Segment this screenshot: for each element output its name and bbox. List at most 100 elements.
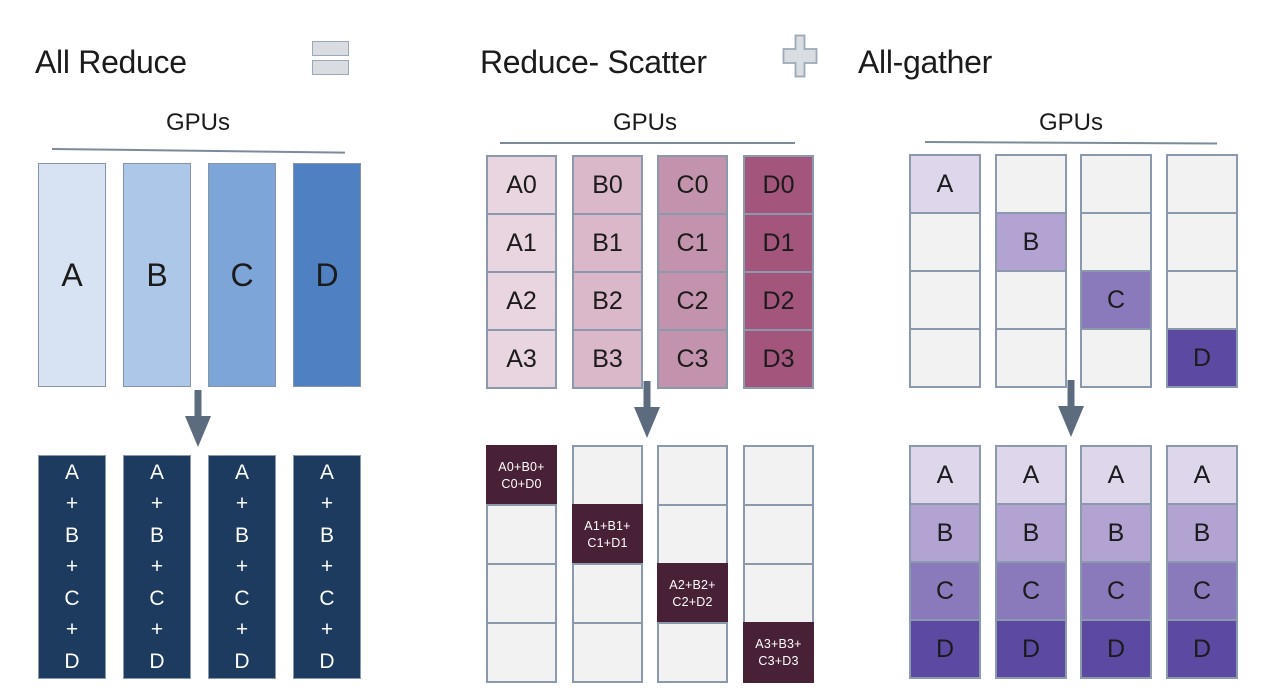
cell-B3: B3 (572, 329, 643, 389)
empty-cell (909, 328, 981, 388)
cell-A0: A0 (486, 155, 557, 215)
sum-line: + (320, 618, 334, 642)
sum-line: D (149, 649, 165, 673)
sum-column-0: A+B+C+D (38, 455, 106, 679)
equals-bar-bottom (312, 60, 349, 75)
cell-C: C (1080, 270, 1152, 330)
cell-D: D (1166, 619, 1238, 679)
empty-cell (657, 622, 728, 683)
input-column-C: C (208, 163, 276, 387)
sum-line: C (149, 586, 165, 610)
reduce-scatter-title: Reduce- Scatter (480, 44, 707, 80)
partial-sum-line: C2+D2 (672, 594, 713, 609)
empty-cell (1080, 212, 1152, 272)
sum-column-2: A+B+C+D (208, 455, 276, 679)
empty-cell (486, 563, 557, 624)
partial-sum-cell-0: A0+B0+C0+D0 (486, 445, 557, 506)
reduce-scatter-gpus-label: GPUs (612, 109, 677, 136)
cell-A: A (1080, 445, 1152, 505)
sum-line: + (150, 492, 164, 516)
sum-line: C (319, 586, 335, 610)
equals-bar-top (312, 41, 349, 56)
partial-sum-cell-1: A1+B1+C1+D1 (572, 504, 643, 565)
sum-line: + (65, 618, 79, 642)
cell-D2: D2 (743, 271, 814, 331)
cell-A: A (909, 154, 981, 214)
rs-output-column-0: A0+B0+C0+D0 (486, 445, 557, 683)
rs-output-column-1: A1+B1+C1+D1 (572, 445, 643, 683)
sum-line: + (150, 618, 164, 642)
sum-line: B (319, 523, 334, 547)
cell-D3: D3 (743, 329, 814, 389)
cell-C: C (909, 561, 981, 621)
empty-cell (572, 445, 643, 506)
empty-cell (743, 563, 814, 624)
all-reduce-title: All Reduce (35, 44, 187, 80)
cell-A: A (909, 445, 981, 505)
cell-C: C (995, 561, 1067, 621)
partial-sum-line: A2+B2+ (669, 577, 716, 592)
reduce-scatter-arrow-down-icon (634, 381, 660, 438)
empty-cell (1080, 154, 1152, 214)
empty-cell (995, 154, 1067, 214)
empty-cell (995, 270, 1067, 330)
empty-cell (657, 504, 728, 565)
cell-C: C (1080, 561, 1152, 621)
cell-D: D (1166, 328, 1238, 388)
sum-column-1: A+B+C+D (123, 455, 191, 679)
input-column-A: A (38, 163, 106, 387)
all-gather-arrow-down-icon (1058, 380, 1084, 437)
cell-B: B (909, 503, 981, 563)
cell-A2: A2 (486, 271, 557, 331)
input-column-B: B (123, 163, 191, 387)
empty-cell (1166, 212, 1238, 272)
partial-sum-text: A2+B2+ C2+D2 (669, 577, 715, 611)
empty-cell (486, 504, 557, 565)
sum-line: A (149, 461, 164, 485)
sum-line: + (65, 492, 79, 516)
partial-sum-line: C3+D3 (758, 653, 799, 668)
ag-input-column-0: A (909, 154, 981, 388)
rs-output-column-2: A2+B2+ C2+D2 (657, 445, 728, 683)
cell-B: B (1080, 503, 1152, 563)
cell-B2: B2 (572, 271, 643, 331)
sum-line: + (320, 555, 334, 579)
cell-C3: C3 (657, 329, 728, 389)
sum-line: C (64, 586, 80, 610)
plus-icon (782, 34, 818, 78)
empty-cell (1080, 328, 1152, 388)
cell-A: A (995, 445, 1067, 505)
sum-line: A (64, 461, 79, 485)
empty-cell (1166, 270, 1238, 330)
empty-cell (909, 212, 981, 272)
cell-B: B (995, 503, 1067, 563)
cell-A: A (1166, 445, 1238, 505)
sum-line: + (235, 618, 249, 642)
partial-sum-line: A3+B3+ (755, 636, 802, 651)
sum-line: D (64, 649, 80, 673)
cell-B0: B0 (572, 155, 643, 215)
cell-D: D (1080, 619, 1152, 679)
sum-line: A (234, 461, 249, 485)
empty-cell (743, 504, 814, 565)
ag-input-column-3: D (1166, 154, 1238, 388)
partial-sum-line: C0+D0 (501, 476, 542, 491)
partial-sum-text: A1+B1+C1+D1 (584, 518, 630, 552)
ag-input-column-2: C (1080, 154, 1152, 388)
all-reduce-gpus-label: GPUs (165, 109, 230, 136)
sum-line: B (64, 523, 79, 547)
reduce-scatter-gpus-underline (500, 142, 795, 144)
cell-C: C (1166, 561, 1238, 621)
